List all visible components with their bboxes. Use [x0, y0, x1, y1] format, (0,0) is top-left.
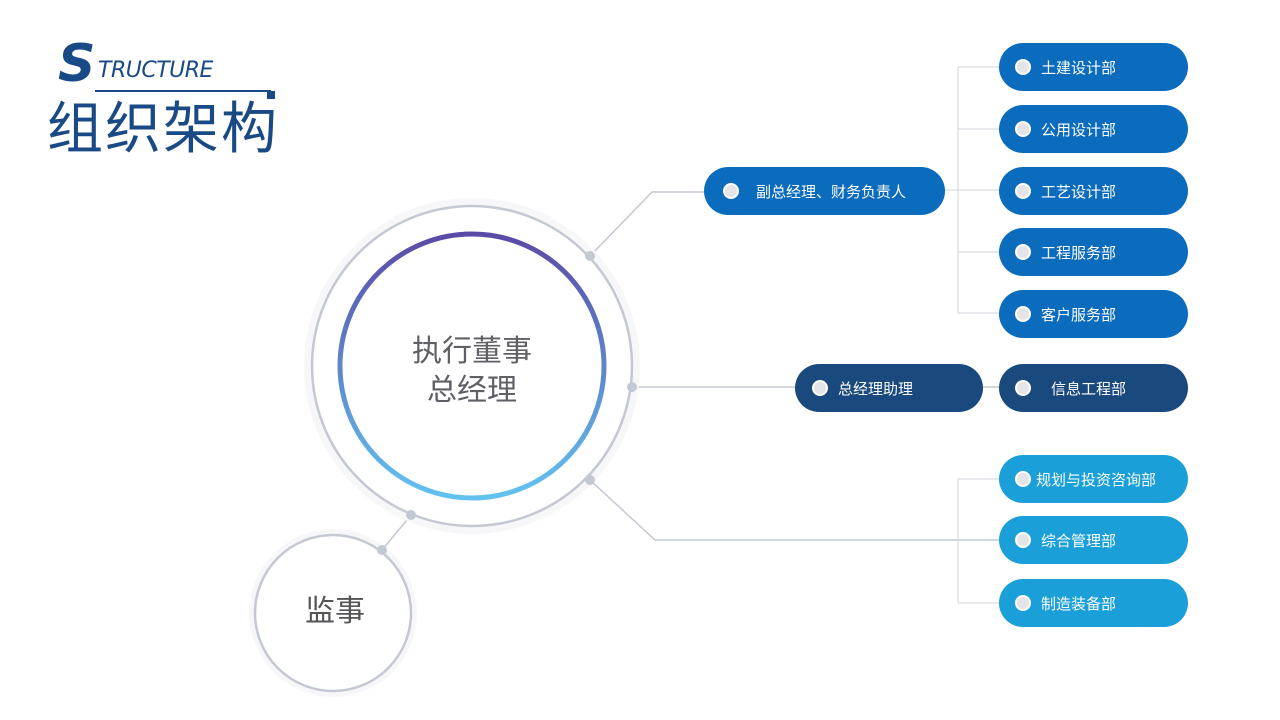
title-underline	[95, 90, 271, 92]
connector-center-to-vp	[589, 191, 720, 257]
title-english: TRUCTURE	[98, 58, 213, 83]
node-dept-planning-investment-label: 规划与投资咨询部	[1036, 470, 1157, 489]
connector-dot	[406, 510, 416, 520]
title-accent-square	[267, 91, 275, 99]
connector-center-to-lower-group	[589, 479, 1010, 541]
bullet-dot-icon	[1015, 380, 1031, 396]
title-initial-letter: S	[58, 34, 96, 94]
bullet-dot-icon	[1015, 471, 1031, 487]
node-dept-civil-label: 土建设计部	[1041, 58, 1117, 77]
bullet-dot-icon	[812, 380, 828, 396]
node-dept-manufacturing-equipment[interactable]: 制造装备部	[999, 579, 1188, 627]
node-gm-assistant-label: 总经理助理	[838, 379, 914, 398]
node-dept-planning-investment[interactable]: 规划与投资咨询部	[999, 455, 1188, 503]
supervisor-circle	[253, 533, 413, 693]
node-dept-utility-label: 公用设计部	[1041, 120, 1117, 139]
bullet-dot-icon	[1015, 121, 1031, 137]
node-dept-utility[interactable]: 公用设计部	[999, 105, 1188, 153]
node-vp-finance[interactable]: 副总经理、财务负责人	[704, 167, 945, 215]
bullet-dot-icon	[723, 183, 739, 199]
center-circle-gradient-ring	[337, 231, 607, 501]
node-vp-finance-label: 副总经理、财务负责人	[756, 182, 907, 201]
connector-dot	[585, 251, 595, 261]
node-dept-process[interactable]: 工艺设计部	[999, 167, 1188, 215]
bullet-dot-icon	[1015, 532, 1031, 548]
node-dept-engineering-service[interactable]: 工程服务部	[999, 228, 1188, 276]
center-node-title-line2: 总经理	[427, 373, 517, 408]
connector-dot	[627, 382, 637, 392]
node-gm-assistant[interactable]: 总经理助理	[795, 364, 983, 412]
node-dept-info-engineering[interactable]: 信息工程部	[999, 364, 1188, 412]
bullet-dot-icon	[1015, 183, 1031, 199]
node-dept-general-admin-label: 综合管理部	[1041, 531, 1117, 550]
connector-center-to-supervisor	[381, 514, 412, 551]
node-dept-manufacturing-equipment-label: 制造装备部	[1041, 594, 1117, 613]
node-dept-info-engineering-label: 信息工程部	[1051, 379, 1127, 398]
node-dept-civil[interactable]: 土建设计部	[999, 43, 1188, 91]
center-node-title-line1: 执行董事	[412, 334, 532, 369]
supervisor-node-label: 监事	[305, 594, 365, 629]
page-title: 组织架构	[47, 97, 279, 162]
connector-dot	[377, 545, 387, 555]
node-dept-process-label: 工艺设计部	[1041, 182, 1117, 201]
node-dept-engineering-service-label: 工程服务部	[1041, 243, 1117, 262]
node-dept-customer-service[interactable]: 客户服务部	[999, 290, 1188, 338]
bullet-dot-icon	[1015, 306, 1031, 322]
bullet-dot-icon	[1015, 595, 1031, 611]
center-node-label: 执行董事 总经理	[372, 332, 572, 410]
bullet-dot-icon	[1015, 244, 1031, 260]
node-dept-general-admin[interactable]: 综合管理部	[999, 516, 1188, 564]
bullet-dot-icon	[1015, 59, 1031, 75]
connector-dot	[585, 475, 595, 485]
node-dept-customer-service-label: 客户服务部	[1041, 305, 1117, 324]
